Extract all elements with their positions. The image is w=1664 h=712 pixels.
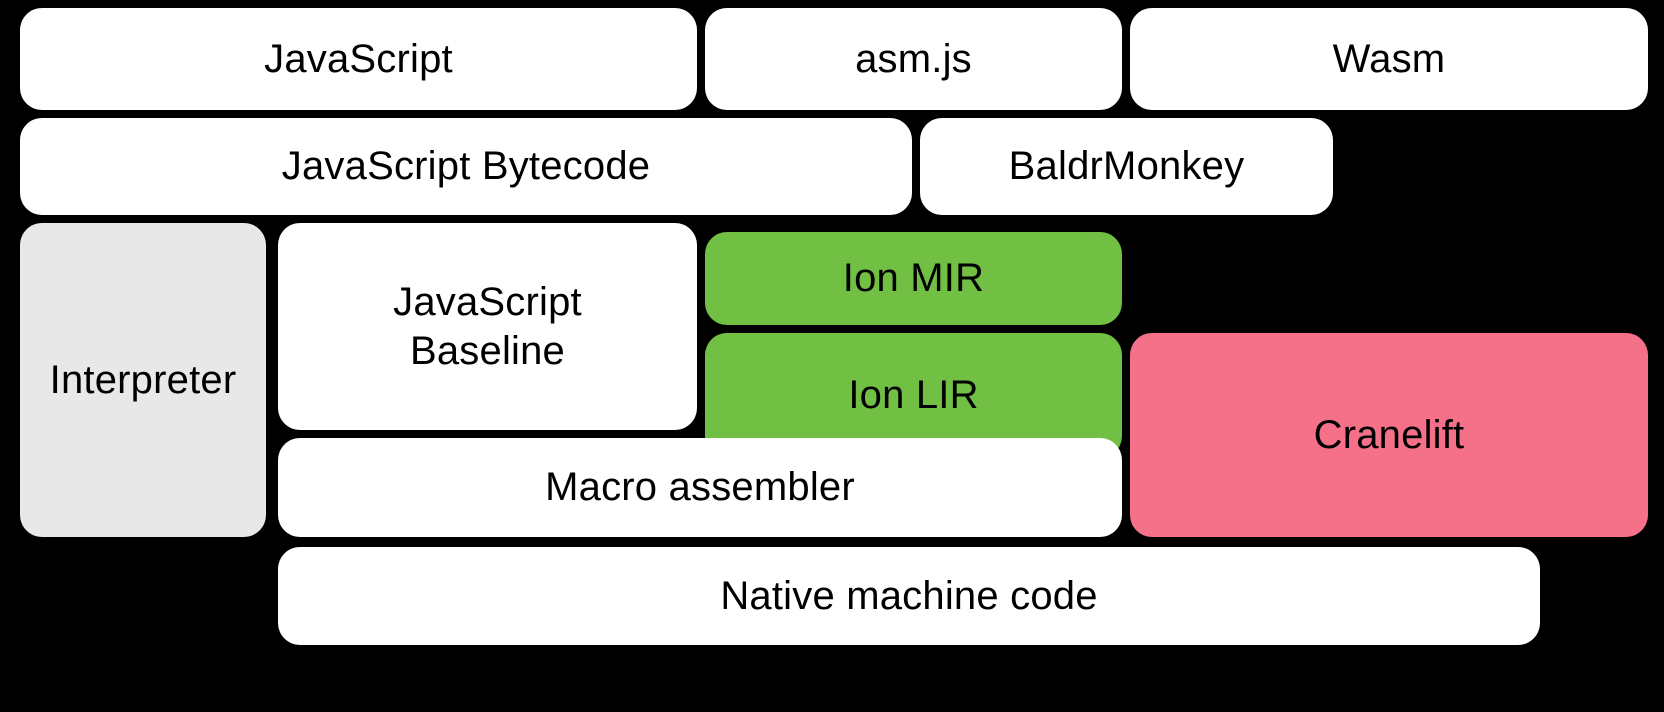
node-wasm[interactable]: Wasm xyxy=(1130,8,1648,110)
node-interpreter[interactable]: Interpreter xyxy=(20,223,266,537)
node-ion-mir[interactable]: Ion MIR xyxy=(705,232,1122,325)
node-cranelift[interactable]: Cranelift xyxy=(1130,333,1648,537)
node-baldrmonkey[interactable]: BaldrMonkey xyxy=(920,118,1333,215)
node-javascript-baseline[interactable]: JavaScript Baseline xyxy=(278,223,697,430)
node-native-machine-code[interactable]: Native machine code xyxy=(278,547,1540,645)
node-ion-lir[interactable]: Ion LIR xyxy=(705,333,1122,458)
node-javascript[interactable]: JavaScript xyxy=(20,8,697,110)
node-javascript-bytecode[interactable]: JavaScript Bytecode xyxy=(20,118,912,215)
node-macro-assembler[interactable]: Macro assembler xyxy=(278,438,1122,537)
node-asmjs[interactable]: asm.js xyxy=(705,8,1122,110)
